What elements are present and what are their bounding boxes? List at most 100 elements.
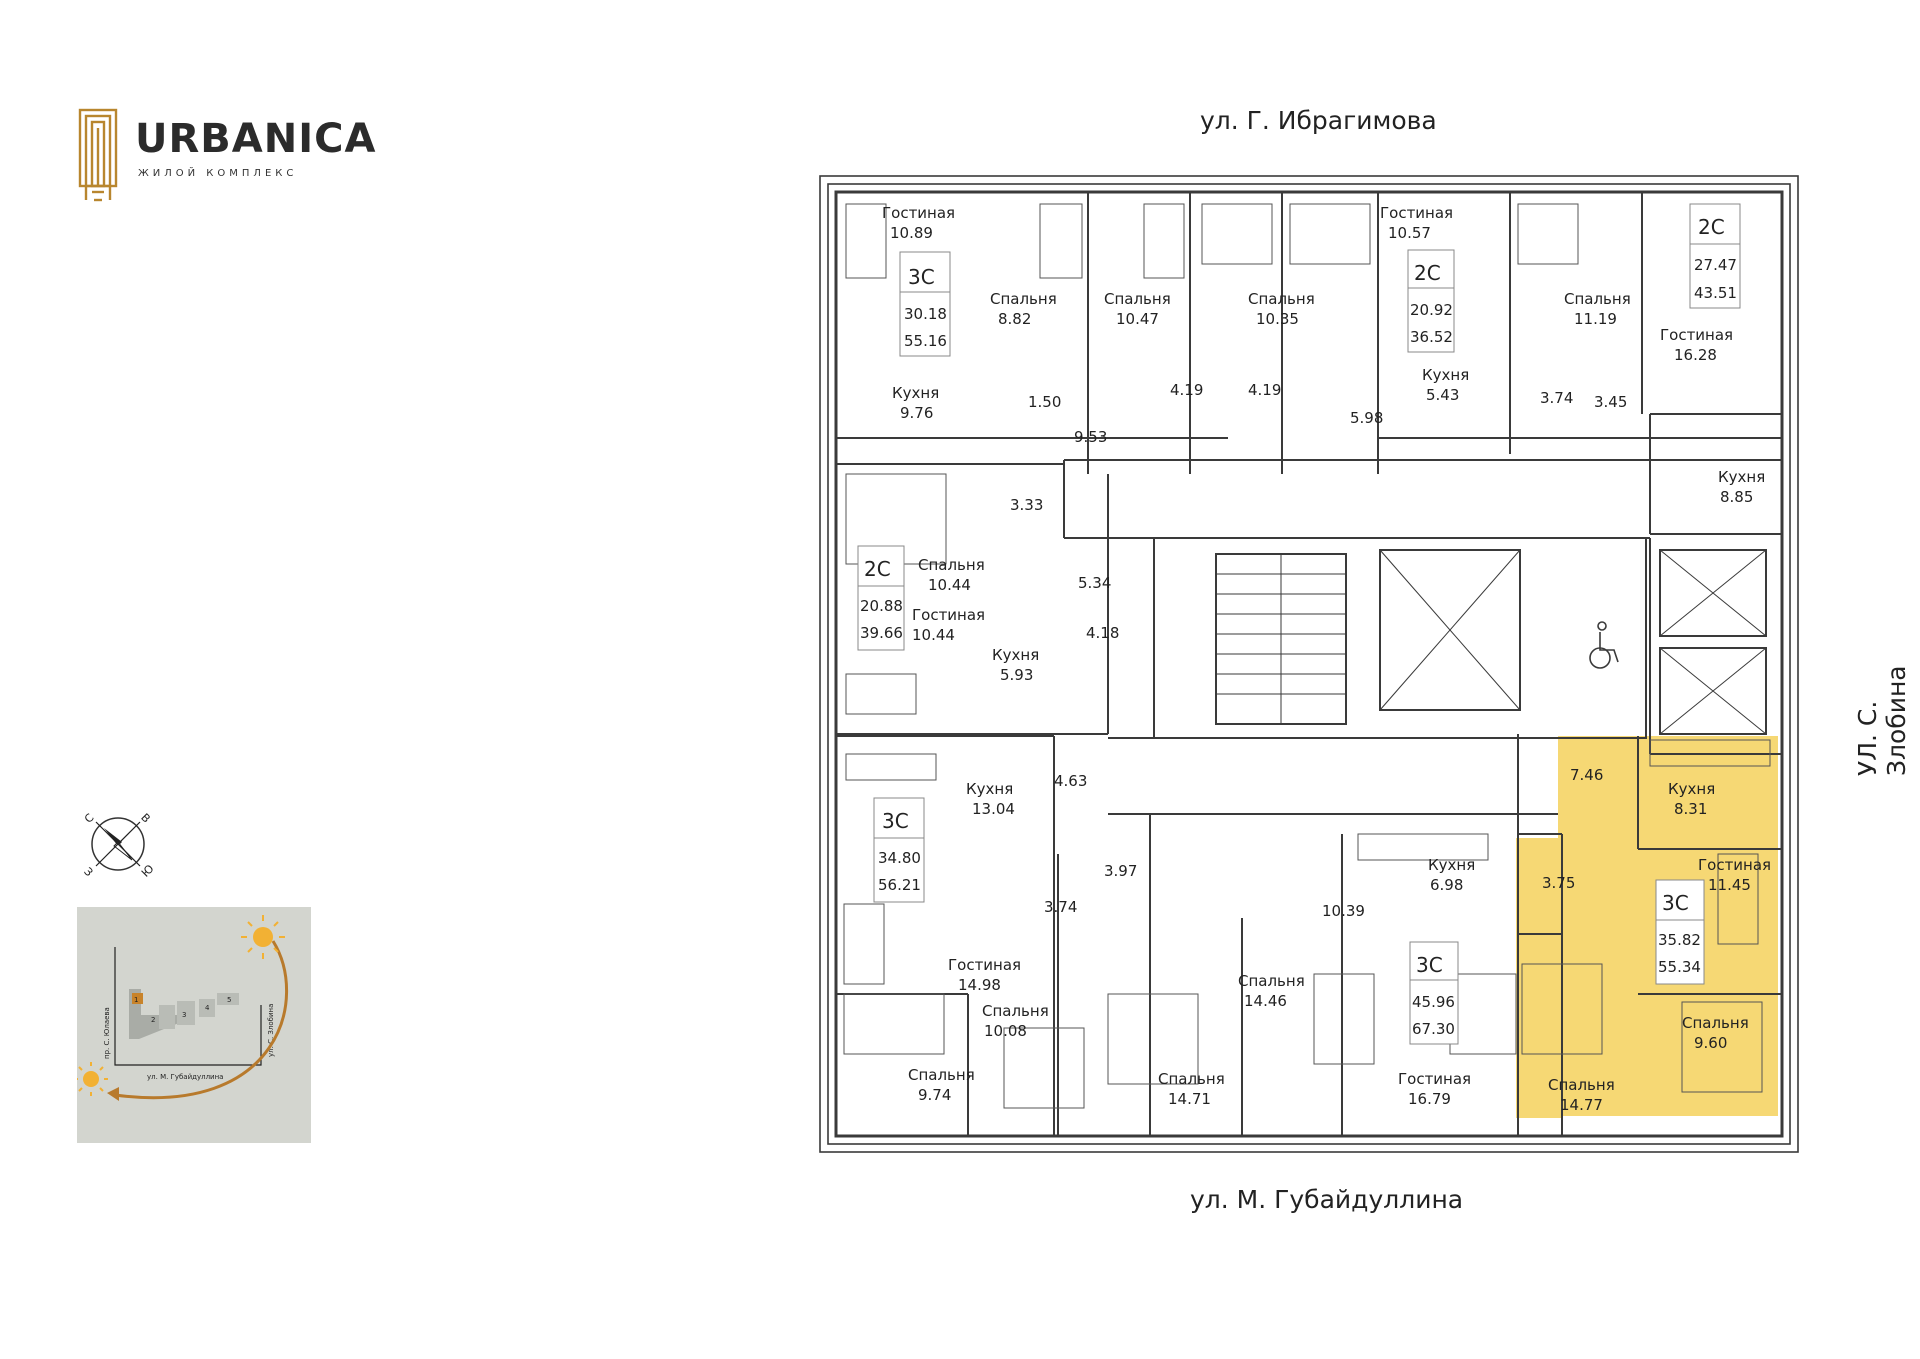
svg-text:8.31: 8.31 xyxy=(1674,800,1707,818)
minimap-section-label: 4 xyxy=(205,1004,210,1012)
svg-text:Спальня: Спальня xyxy=(982,1002,1049,1020)
bed-icon xyxy=(1107,993,1199,1085)
svg-text:11.19: 11.19 xyxy=(1574,310,1617,328)
sofa-icon xyxy=(1717,853,1759,945)
svg-text:Спальня: Спальня xyxy=(990,290,1057,308)
svg-text:34.80: 34.80 xyxy=(878,849,921,867)
sofa-icon xyxy=(845,203,887,279)
site-minimap: 1 2 3 4 5 пр. С. Юлаева ул. С. Злобина у… xyxy=(74,907,311,1143)
svg-text:Спальня: Спальня xyxy=(1238,972,1305,990)
svg-text:6.98: 6.98 xyxy=(1430,876,1463,894)
brand-name: URBANICA xyxy=(135,116,377,162)
svg-text:8.85: 8.85 xyxy=(1720,488,1753,506)
kitchen-counter-icon xyxy=(845,753,937,781)
svg-text:Спальня: Спальня xyxy=(1104,290,1171,308)
area-label: 9.53 xyxy=(1074,428,1107,446)
svg-text:10.89: 10.89 xyxy=(890,224,933,242)
svg-text:2С: 2С xyxy=(1698,215,1725,239)
compass-east-label: В xyxy=(138,811,153,826)
svg-text:36.52: 36.52 xyxy=(1410,328,1453,346)
svg-text:14.71: 14.71 xyxy=(1168,1090,1211,1108)
svg-text:3С: 3С xyxy=(908,265,935,289)
area-label: 4.19 xyxy=(1170,381,1203,399)
svg-text:9.60: 9.60 xyxy=(1694,1034,1727,1052)
street-top-label: ул. Г. Ибрагимова xyxy=(1200,106,1437,135)
svg-text:Спальня: Спальня xyxy=(1548,1076,1615,1094)
svg-text:2С: 2С xyxy=(864,557,891,581)
area-label: 1.50 xyxy=(1028,393,1061,411)
svg-text:16.79: 16.79 xyxy=(1408,1090,1451,1108)
minimap-section-label: 2 xyxy=(151,1016,155,1024)
area-label: 10.39 xyxy=(1322,902,1365,920)
svg-text:2С: 2С xyxy=(1414,261,1441,285)
area-label: 4.18 xyxy=(1086,624,1119,642)
svg-text:39.66: 39.66 xyxy=(860,624,903,642)
bed-icon xyxy=(1521,963,1603,1055)
room-label: Спальня 10.47 xyxy=(1104,290,1171,328)
minimap-section-label: 1 xyxy=(134,996,138,1004)
bed-icon xyxy=(1003,1027,1085,1109)
bed-icon xyxy=(1681,1001,1763,1093)
bed-icon xyxy=(1313,973,1375,1065)
area-label: 4.19 xyxy=(1248,381,1281,399)
svg-text:Спальня: Спальня xyxy=(1248,290,1315,308)
area-label: 3.74 xyxy=(1044,898,1077,916)
svg-text:Спальня: Спальня xyxy=(1682,1014,1749,1032)
svg-text:3С: 3С xyxy=(1416,953,1443,977)
svg-text:16.28: 16.28 xyxy=(1674,346,1717,364)
street-right-label: УЛ. С. Злобина xyxy=(1853,665,1911,776)
compass-south-label: Ю xyxy=(139,862,154,880)
area-label: 3.45 xyxy=(1594,393,1627,411)
sofa-icon xyxy=(1449,973,1517,1055)
svg-text:43.51: 43.51 xyxy=(1694,284,1737,302)
svg-text:Кухня: Кухня xyxy=(992,646,1039,664)
svg-text:20.88: 20.88 xyxy=(860,597,903,615)
area-label: 5.34 xyxy=(1078,574,1111,592)
minimap-section-label: 5 xyxy=(227,996,231,1004)
svg-text:14.46: 14.46 xyxy=(1244,992,1287,1010)
svg-text:Кухня: Кухня xyxy=(1668,780,1715,798)
apartment-badge: 3С 45.96 67.30 xyxy=(1409,941,1459,1045)
svg-text:10.35: 10.35 xyxy=(1256,310,1299,328)
apartment-badges: 3С 30.18 55.16 2С 20.92 36.52 2С 27.47 4… xyxy=(857,203,1741,1045)
bed-icon xyxy=(1289,203,1371,265)
apartment-badge: 2С 20.92 36.52 xyxy=(1407,249,1455,353)
brand-subtitle: ЖИЛОЙ КОМПЛЕКС xyxy=(138,168,298,179)
kitchen-counter-icon xyxy=(1649,739,1771,767)
svg-text:10.44: 10.44 xyxy=(912,626,955,644)
svg-text:10.08: 10.08 xyxy=(984,1022,1027,1040)
svg-text:Гостиная: Гостиная xyxy=(882,204,955,222)
area-label: 7.46 xyxy=(1570,766,1603,784)
apartment-badge-highlighted: 3С 35.82 55.34 xyxy=(1655,879,1705,985)
sofa-icon xyxy=(843,993,945,1055)
svg-text:Спальня: Спальня xyxy=(1564,290,1631,308)
area-labels: 1.50 4.19 4.19 5.98 9.53 3.74 3.45 3.33 … xyxy=(1010,381,1627,920)
room-label: Спальня 9.60 xyxy=(1682,1014,1749,1052)
svg-text:5.93: 5.93 xyxy=(1000,666,1033,684)
room-label: Спальня 14.46 xyxy=(1238,972,1305,1010)
area-label: 5.98 xyxy=(1350,409,1383,427)
svg-text:55.34: 55.34 xyxy=(1658,958,1701,976)
sun-icon xyxy=(241,915,285,959)
svg-text:45.96: 45.96 xyxy=(1412,993,1455,1011)
room-label: Кухня 5.93 xyxy=(992,646,1039,684)
svg-text:14.98: 14.98 xyxy=(958,976,1001,994)
svg-text:3С: 3С xyxy=(1662,891,1689,915)
svg-text:55.16: 55.16 xyxy=(904,332,947,350)
svg-text:10.47: 10.47 xyxy=(1116,310,1159,328)
room-label: Спальня 10.35 xyxy=(1248,290,1315,328)
apartment-badge: 3С 30.18 55.16 xyxy=(899,251,951,357)
svg-text:10.57: 10.57 xyxy=(1388,224,1431,242)
sofa-icon xyxy=(845,673,917,715)
